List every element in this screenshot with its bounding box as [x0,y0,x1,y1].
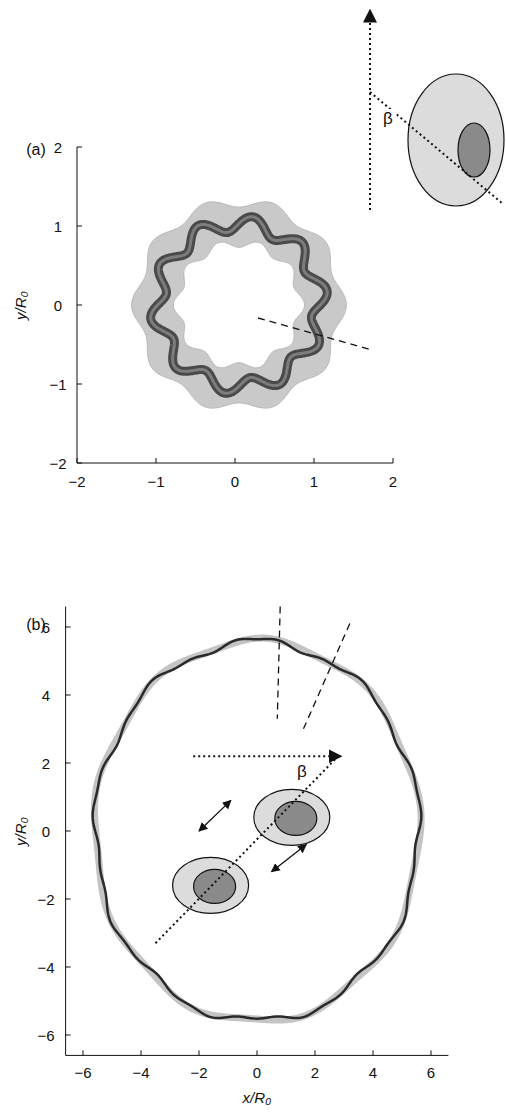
axes-b [66,607,449,1056]
axis-line [66,607,449,1056]
tick-label: 6 [42,620,50,635]
axis-line [77,147,393,463]
tick [77,305,82,306]
angle-label: β [381,109,395,128]
tick-label: 2 [54,140,62,155]
tick-label: 0 [54,298,62,313]
tick-label: −6 [37,1028,54,1043]
vortex-core-highlight [151,217,328,394]
cut-line [277,607,280,719]
tick-label: −6 [74,1065,91,1080]
tick [141,1050,142,1055]
tick [431,1050,432,1055]
tick [66,695,71,696]
oscillation-arrow [199,800,231,831]
tick [315,1050,316,1055]
tick-label: −4 [132,1065,149,1080]
cross-section-envelope [408,74,504,206]
tick-label: −2 [49,456,66,471]
tick [156,458,157,463]
tick [66,967,71,968]
oscillation-arrow [272,845,307,872]
tick [199,1050,200,1055]
tick [77,226,82,227]
tick [393,458,394,463]
tilt-line [370,92,503,204]
cut-line [303,624,349,729]
tick [257,1050,258,1055]
panel-label: (a) [26,142,46,158]
tick-label: 2 [311,1065,319,1080]
tick-label: −1 [49,377,66,392]
tick-label: −4 [37,960,54,975]
tick-label: 0 [253,1065,261,1080]
tick-label: −1 [147,474,164,489]
tick-label: 2 [389,474,397,489]
tick-label: 1 [54,219,62,234]
tick-label: −2 [68,474,85,489]
cross-section-envelope [173,857,249,913]
axis-arrow [193,755,341,757]
tick-label: 0 [231,474,239,489]
tick [77,384,82,385]
cross-section-core [275,801,317,835]
tick [77,458,78,463]
axis-arrow [369,10,371,210]
tick [66,763,71,764]
tick [77,147,82,148]
axis-label: x/R₀ [243,1090,272,1105]
tick-label: 0 [42,824,50,839]
cut-line [258,318,372,350]
tick-label: 1 [310,474,318,489]
tick [66,899,71,900]
cross-section-envelope [254,789,330,845]
tilt-line [156,756,339,943]
axis-label: y/R₀ [12,817,27,846]
angle-label: β [295,762,309,781]
tick-label: 6 [427,1065,435,1080]
tick [77,463,82,464]
axes-a [77,147,393,463]
cross-section-core [194,869,236,903]
tick-label: −2 [190,1065,207,1080]
tick-label: 4 [42,688,50,703]
vortex-core [93,639,422,1019]
tick [83,1050,84,1055]
tick-label: 2 [42,756,50,771]
tick [235,458,236,463]
vortex-core [151,217,328,394]
tick [66,831,71,832]
tick [373,1050,374,1055]
axis-label: y/R₀ [12,291,27,320]
tick [66,1035,71,1036]
tick-label: 4 [369,1065,377,1080]
tick [314,458,315,463]
tick-label: −2 [37,892,54,907]
tick [66,627,71,628]
vortex-ring-envelope [132,202,347,408]
